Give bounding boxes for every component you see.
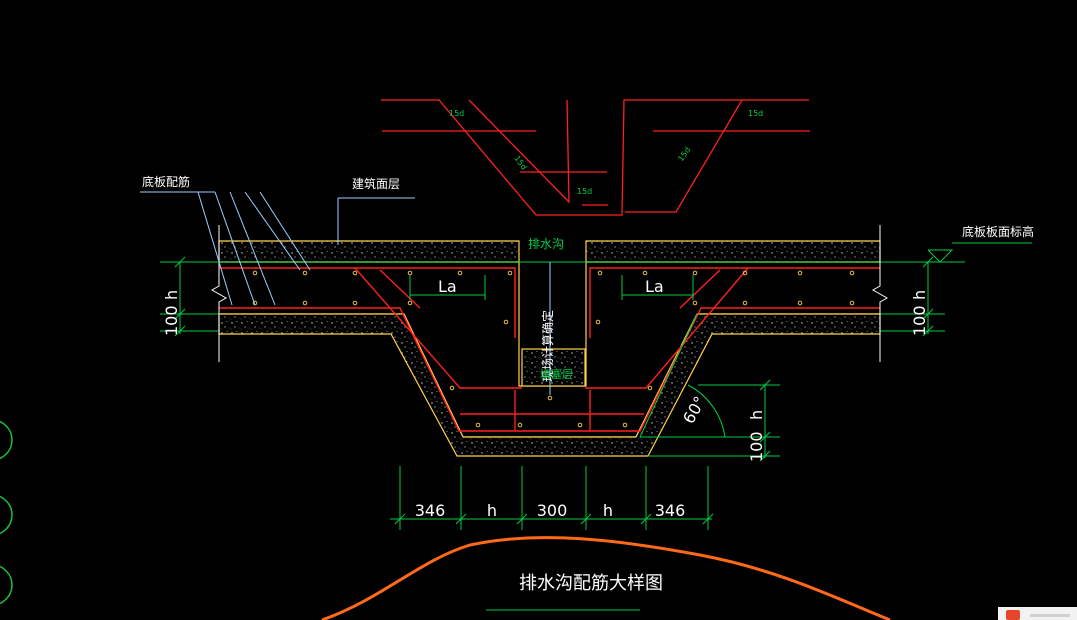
dim-346-left: 346 xyxy=(415,501,446,520)
label-finish-layer: 建筑面层 xyxy=(352,176,400,191)
dimension-chain-labels: 346 h 300 h 346 xyxy=(415,501,686,520)
bend-15d-slope-right: 15d xyxy=(676,145,692,163)
label-h-pit: h xyxy=(747,410,766,420)
bending-sketch xyxy=(381,99,810,216)
logo-icon xyxy=(1006,610,1020,620)
label-filler: 填塞层 xyxy=(540,367,573,381)
dimension-lines xyxy=(160,242,1032,611)
dim-300: 300 xyxy=(537,501,568,520)
label-drainage-ditch: 排水沟 xyxy=(528,237,564,251)
label-determined-on-site: 现场计算确定 xyxy=(540,310,555,382)
bend-15d-top-left: 15d xyxy=(449,109,464,118)
finish-layer xyxy=(218,240,881,263)
watermark-badge xyxy=(998,607,1077,620)
break-marks xyxy=(210,225,889,362)
drawing-title: 排水沟配筋大样图 xyxy=(519,573,663,594)
dim-346-right: 346 xyxy=(655,501,686,520)
rebar-dots xyxy=(252,270,855,428)
dim-h-left: h xyxy=(487,501,497,520)
label-slab-top-elevation: 底板板面标高 xyxy=(962,224,1034,239)
leader-lines xyxy=(140,191,551,395)
label-la-right: La xyxy=(645,277,664,296)
bend-15d-bottom: 15d xyxy=(577,187,592,196)
dim-h-right: h xyxy=(603,501,613,520)
rebar-lines xyxy=(219,267,880,432)
label-h-right: h xyxy=(910,290,929,300)
label-100-left: 100 xyxy=(162,305,181,336)
label-la-left: La xyxy=(438,277,457,296)
labels: 底板配筋 建筑面层 底板板面标高 排水沟 现场计算确定 填塞层 xyxy=(142,174,1034,382)
edge-circles xyxy=(0,420,13,605)
bend-15d-slope-left: 15d xyxy=(512,154,528,172)
label-100-pit: 100 xyxy=(747,431,766,462)
bending-15d-labels: 15d 15d 15d 15d 15d xyxy=(449,109,763,196)
label-bottom-slab-reinforcement: 底板配筋 xyxy=(142,174,190,189)
filler-block xyxy=(521,348,586,387)
bend-15d-top-right: 15d xyxy=(748,109,763,118)
label-h-left: h xyxy=(162,290,181,300)
orange-curve xyxy=(321,536,891,620)
label-100-right: 100 xyxy=(910,305,929,336)
